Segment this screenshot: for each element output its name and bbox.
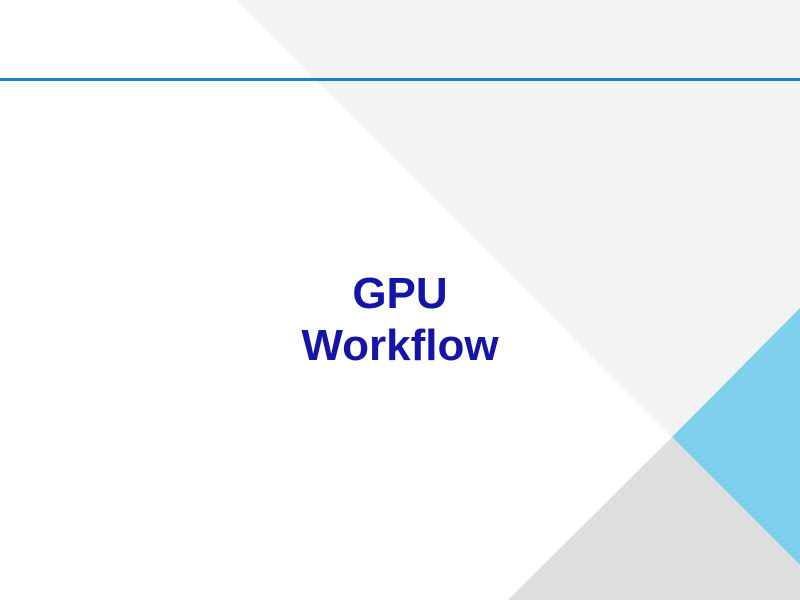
slide-title: GPU Workflow	[0, 268, 800, 372]
horizontal-rule	[0, 78, 800, 81]
slide-title-line-2: Workflow	[301, 321, 499, 370]
light-gray-panel	[236, 0, 800, 437]
blue-accent-triangle	[672, 308, 800, 565]
slide-title-line-1: GPU	[352, 269, 448, 318]
mid-gray-panel	[508, 437, 800, 600]
